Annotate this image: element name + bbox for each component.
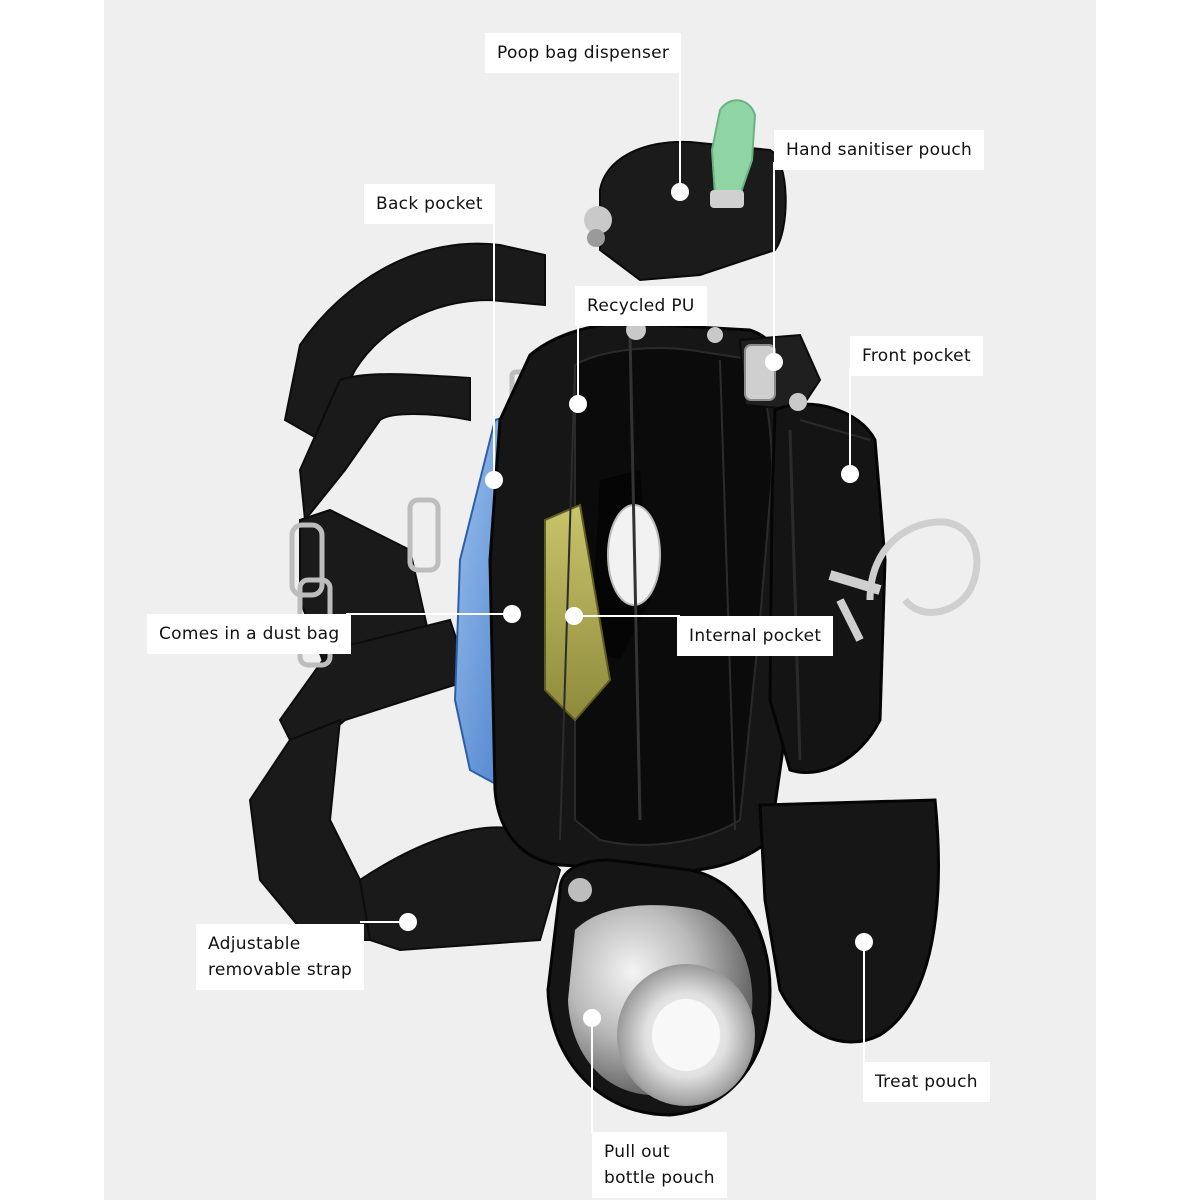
callout-dot-poop-bag (671, 183, 689, 201)
label-adjustable-strap-line2: removable strap (208, 960, 353, 980)
callout-dots (399, 183, 873, 1027)
callout-dot-dust-bag (503, 605, 521, 623)
label-back-pocket: Back pocket (364, 184, 495, 224)
callout-dot-bottle-pouch (583, 1009, 601, 1027)
bottle-pouch (546, 858, 772, 1117)
label-internal-pocket: Internal pocket (677, 616, 834, 656)
label-adjustable-strap-line1: Adjustable (208, 934, 301, 954)
callout-dot-internal-pocket (565, 607, 583, 625)
label-treat-pouch: Treat pouch (863, 1062, 990, 1102)
label-comes-in-dust-bag: Comes in a dust bag (147, 614, 352, 654)
label-hand-sanitiser-pouch: Hand sanitiser pouch (774, 130, 985, 170)
label-bottle-pouch-line1: Pull out (604, 1142, 670, 1162)
label-poop-bag-dispenser: Poop bag dispenser (485, 33, 682, 73)
main-bag (488, 320, 802, 873)
callout-dot-recycled-pu (569, 395, 587, 413)
hand-sanitiser-pouch (738, 333, 822, 412)
callout-dot-front-pocket (841, 465, 859, 483)
callout-dot-strap (399, 913, 417, 931)
front-pocket (768, 393, 887, 775)
treat-pouch (758, 798, 940, 1044)
callout-dot-back-pocket (485, 471, 503, 489)
label-bottle-pouch: Pull out bottle pouch (592, 1132, 727, 1198)
strap (248, 242, 562, 952)
label-adjustable-strap: Adjustable removable strap (196, 924, 365, 990)
label-recycled-pu: Recycled PU (575, 286, 707, 326)
carabiner-clip (828, 518, 981, 642)
callout-dot-treat-pouch (855, 933, 873, 951)
label-front-pocket: Front pocket (850, 336, 983, 376)
label-bottle-pouch-line2: bottle pouch (604, 1168, 715, 1188)
callout-dot-sanitiser (765, 353, 783, 371)
poop-bag-dispenser (584, 99, 787, 282)
